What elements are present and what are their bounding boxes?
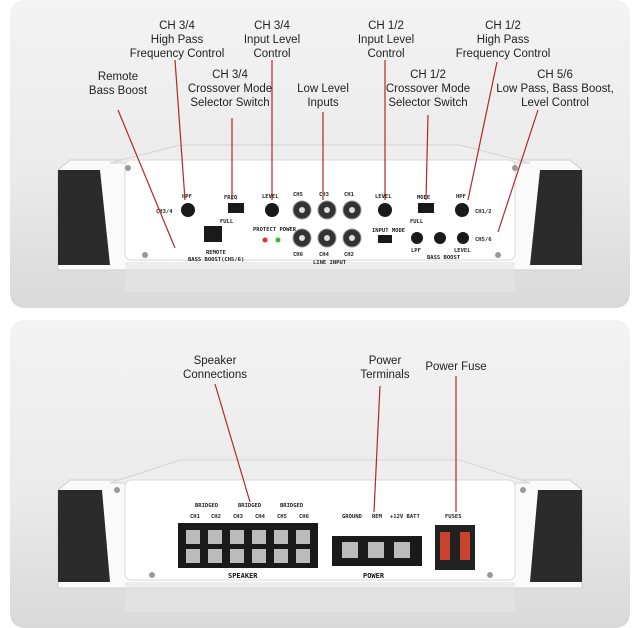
rca-input-jacks[interactable] <box>292 200 362 248</box>
label-speaker: SPEAKER <box>228 572 258 580</box>
label-bridged-3: BRIDGED <box>280 503 304 509</box>
amplifier-front-view: HPF CH3/4 FREQ LEVEL CH5 CH3 CH1 CH6 CH4… <box>57 59 583 292</box>
label-ch34: CH3/4 <box>156 209 173 215</box>
label-level-56: LEVEL <box>454 248 471 254</box>
label-ch6: CH6 <box>293 252 304 258</box>
label-bridged-2: BRIDGED <box>238 503 262 509</box>
label-ch6: CH6 <box>299 514 310 520</box>
bottom-panel: BRIDGED BRIDGED BRIDGED CH1 CH2 CH3 CH4 … <box>10 320 630 628</box>
knob-ch34-hpf[interactable] <box>181 203 195 217</box>
label-ch1: CH1 <box>190 514 201 520</box>
knob-lpf[interactable] <box>411 232 423 244</box>
label-ch2: CH2 <box>344 252 354 258</box>
label-ch3: CH3 <box>319 192 329 198</box>
leader-lines-bottom <box>214 376 457 513</box>
label-lpf: LPF <box>411 248 421 254</box>
speaker-terminal-block[interactable] <box>178 523 318 568</box>
callout-ch34-hpf: CH 3/4 High Pass Frequency Control <box>129 20 225 60</box>
callout-ch34-level: CH 3/4 Input Level Control <box>243 20 301 60</box>
knob-ch12-hpf[interactable] <box>455 203 469 217</box>
fuse-holder[interactable] <box>435 525 475 570</box>
label-ch2: CH2 <box>211 514 221 520</box>
knob-ch12-level[interactable] <box>378 203 392 217</box>
label-bass-boost-remote: BASS BOOST(CH5/6) <box>188 257 244 263</box>
label-hpf-34: HPF <box>182 194 192 200</box>
label-rem: REM <box>372 514 383 520</box>
power-terminal-block[interactable] <box>332 536 422 566</box>
power-led <box>275 237 281 243</box>
switch-ch12-mode[interactable] <box>418 203 434 213</box>
knob-ch34-level[interactable] <box>265 203 279 217</box>
label-ch3: CH3 <box>233 514 243 520</box>
label-fuses: FUSES <box>445 514 462 520</box>
label-bridged-1: BRIDGED <box>195 503 219 509</box>
leader-lines-top <box>117 59 539 249</box>
label-bass-boost: BASS BOOST <box>427 255 461 261</box>
label-level-34: LEVEL <box>262 194 279 200</box>
knob-ch56-level[interactable] <box>457 232 469 244</box>
callout-ch12-level: CH 1/2 Input Level Control <box>357 20 415 60</box>
callout-low-level: Low Level Inputs <box>297 83 349 109</box>
callout-ch12-crossover: CH 1/2 Crossover Mode Selector Switch <box>385 69 471 109</box>
knob-bass-boost[interactable] <box>434 232 446 244</box>
label-remote: REMOTE <box>206 250 226 256</box>
callout-ch34-crossover: CH 3/4 Crossover Mode Selector Switch <box>187 69 273 109</box>
label-input-mode: INPUT MODE <box>372 228 405 234</box>
label-ch4: CH4 <box>319 252 330 258</box>
label-ch5: CH5 <box>293 192 303 198</box>
label-ground: GROUND <box>342 514 363 520</box>
label-full-34: FULL <box>220 219 234 225</box>
label-ch56: CH5/6 <box>475 237 492 243</box>
label-level-12: LEVEL <box>375 194 392 200</box>
label-full-12: FULL <box>410 219 424 225</box>
callout-power-terminals: Power Terminals <box>360 355 410 381</box>
label-power: POWER <box>363 572 385 580</box>
callout-ch12-hpf: CH 1/2 High Pass Frequency Control <box>455 20 551 60</box>
remote-bass-jack[interactable] <box>204 226 222 242</box>
callout-remote-bass: Remote Bass Boost <box>88 71 148 97</box>
amplifier-rear-view: BRIDGED BRIDGED BRIDGED CH1 CH2 CH3 CH4 … <box>57 376 583 612</box>
label-ch5: CH5 <box>277 514 287 520</box>
label-line-input: LINE INPUT <box>313 260 347 266</box>
top-panel: HPF CH3/4 FREQ LEVEL CH5 CH3 CH1 CH6 CH4… <box>10 0 630 308</box>
callout-power-fuse: Power Fuse <box>425 361 487 373</box>
label-ch1: CH1 <box>344 192 355 198</box>
label-ch4: CH4 <box>255 514 266 520</box>
label-batt: +12V BATT <box>390 514 420 520</box>
switch-ch34-freq[interactable] <box>228 203 244 213</box>
label-mode: MODE <box>417 195 430 201</box>
label-hpf-12: HPF <box>456 194 466 200</box>
label-freq: FREQ <box>224 195 238 201</box>
callout-ch56: CH 5/6 Low Pass, Bass Boost, Level Contr… <box>496 69 614 109</box>
callout-speaker-connections: Speaker Connections <box>183 355 247 381</box>
label-protect-power: PROTECT POWER <box>253 227 297 233</box>
protect-led <box>262 237 268 243</box>
label-ch12: CH1/2 <box>475 209 492 215</box>
switch-input-mode[interactable] <box>378 235 392 243</box>
